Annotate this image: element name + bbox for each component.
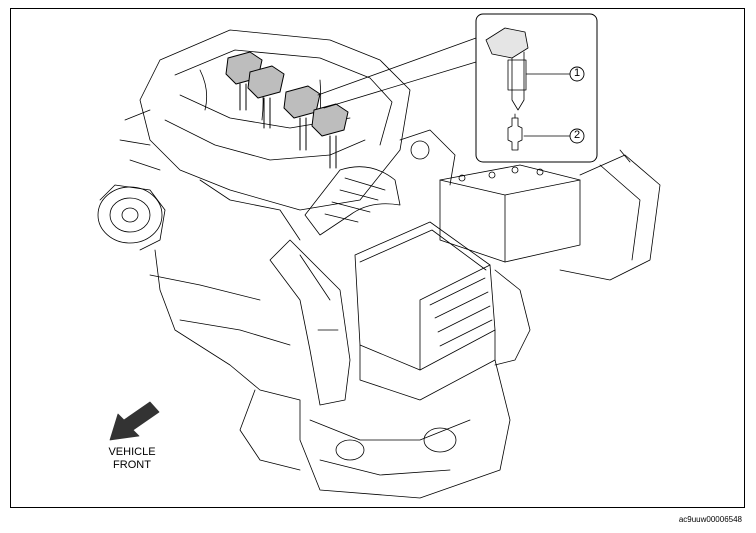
intake-hose [304,166,401,236]
vehicle-front-label: VEHICLE FRONT [97,446,167,472]
ignition-coils [225,51,349,169]
leader-lines [317,37,571,137]
transaxle [399,129,531,366]
alternator [97,184,166,251]
callout-circle-2 [569,128,585,144]
engine-head [119,29,411,211]
figure-code: ac9uuw00006548 [678,515,742,524]
vehicle-front-label-line2: FRONT [113,459,151,471]
battery-tray [559,149,661,281]
battery [439,164,581,263]
callout-label-1: 1 [574,67,581,79]
callout-circles [569,66,585,144]
callout-circle-1 [569,66,585,82]
vehicle-front-label-line1: VEHICLE [108,446,156,458]
intake-duct [269,239,351,406]
air-cleaner [354,221,496,401]
detail-inset [475,13,598,163]
figure-frame [10,8,745,508]
engine-block [149,179,511,499]
vehicle-front-arrow-icon [109,401,160,441]
callout-label-2: 2 [574,129,581,141]
